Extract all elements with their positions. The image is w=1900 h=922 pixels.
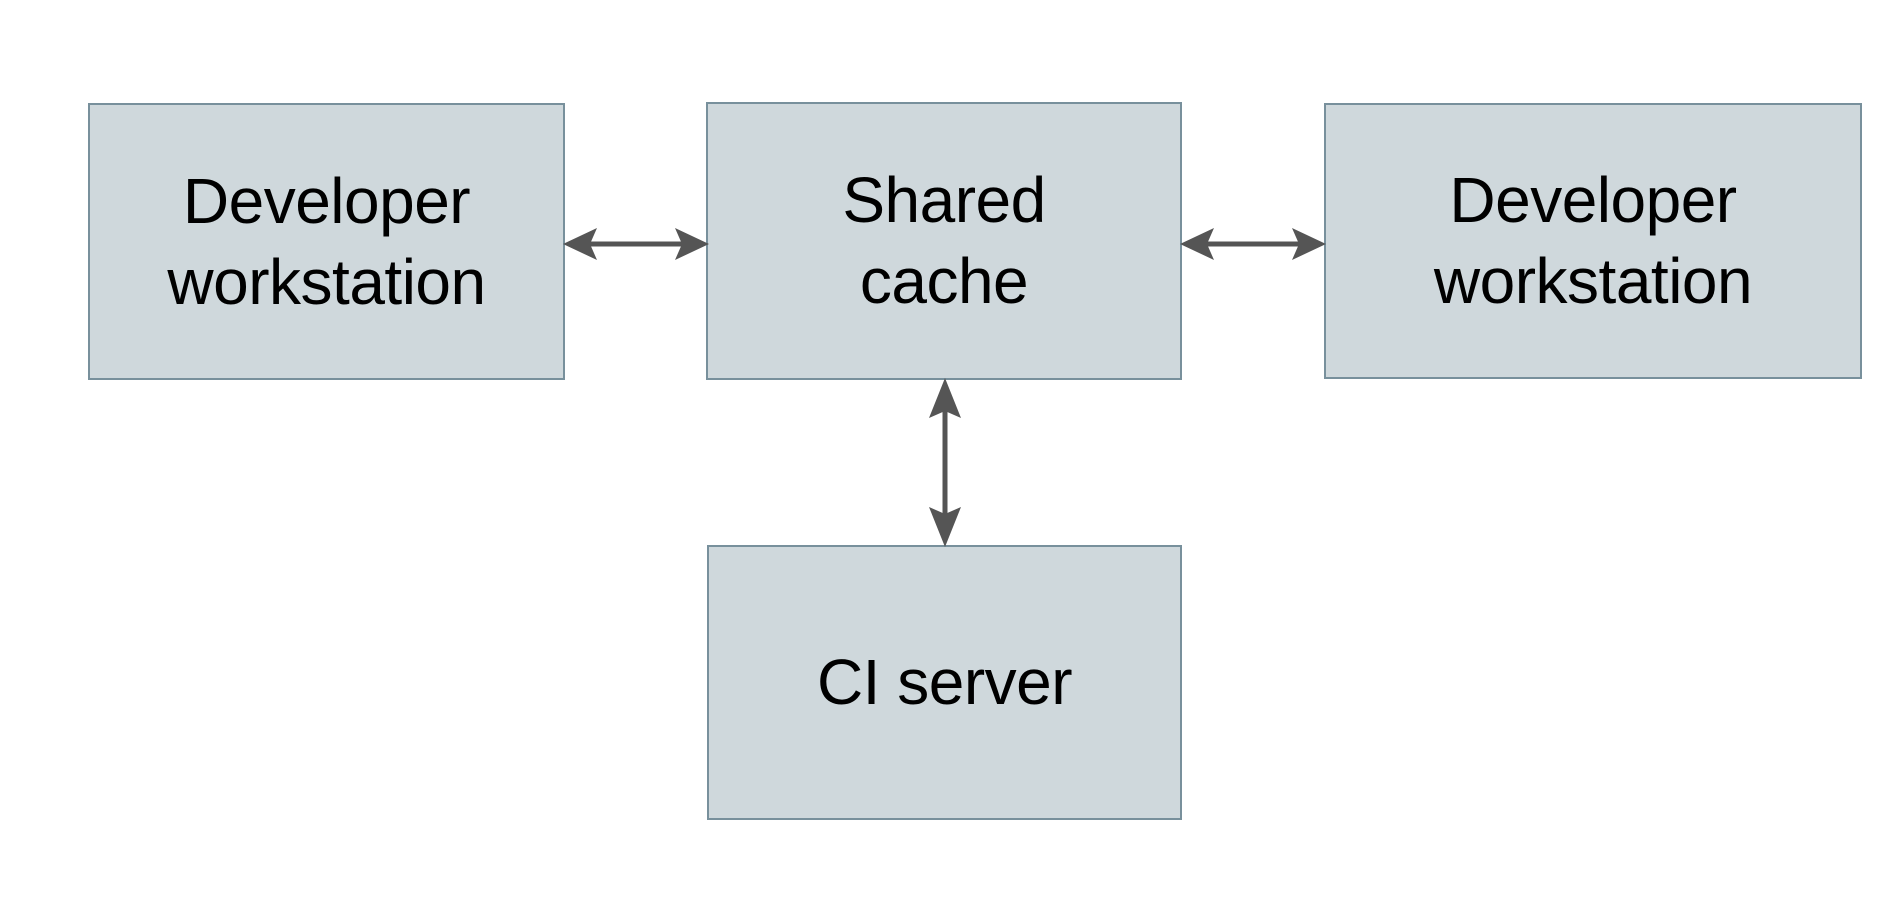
node-label: Developer workstation: [1433, 164, 1753, 317]
edge-dev-left-to-shared-cache[interactable]: [563, 213, 709, 275]
double-arrow-icon: [1180, 228, 1326, 260]
double-arrow-icon: [563, 228, 709, 260]
double-arrow-icon: [929, 378, 961, 547]
node-developer-workstation-right[interactable]: Developer workstation: [1324, 103, 1862, 379]
edge-shared-cache-to-dev-right[interactable]: [1180, 213, 1326, 275]
edge-shared-cache-to-ci-server[interactable]: [914, 378, 976, 547]
node-label: Developer workstation: [167, 164, 486, 318]
node-shared-cache[interactable]: Shared cache: [706, 102, 1182, 380]
node-ci-server[interactable]: CI server: [707, 545, 1182, 820]
node-label: CI server: [816, 646, 1073, 719]
node-developer-workstation-left[interactable]: Developer workstation: [88, 103, 565, 380]
node-label: Shared cache: [842, 164, 1046, 317]
